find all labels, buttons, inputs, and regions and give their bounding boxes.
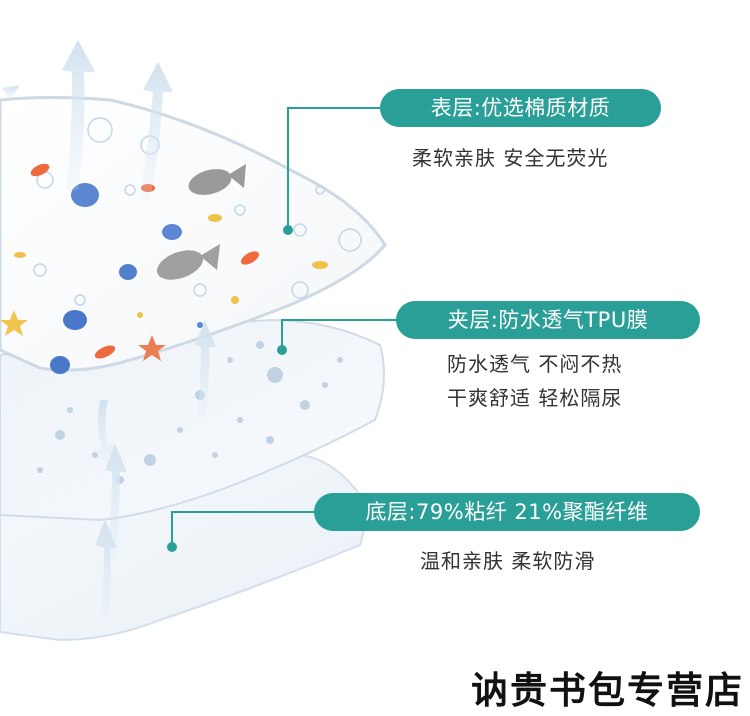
middle-layer-description-line: 防水透气 不闷不热 <box>447 352 623 376</box>
bottom-layer-description-line: 温和亲肤 柔软防滑 <box>420 549 596 573</box>
top-layer-title-badge: 表层:优选棉质材质 <box>380 89 661 127</box>
callout-lines <box>171 107 398 547</box>
bottom-layer-title-badge: 底层:79%粘纤 21%聚酯纤维 <box>314 493 700 531</box>
top-layer-description: 柔软亲肤 安全无荧光 <box>412 141 608 175</box>
top-layer <box>0 96 387 374</box>
middle-layer-description-line: 干爽舒适 轻松隔尿 <box>447 386 623 410</box>
middle-layer-title-badge: 夹层:防水透气TPU膜 <box>396 301 700 339</box>
store-name: 讷贵书包专营店 <box>471 669 744 712</box>
fish-pattern <box>0 163 328 374</box>
middle-layer-description: 防水透气 不闷不热 干爽舒适 轻松隔尿 <box>447 347 622 415</box>
callout-dots <box>167 225 293 552</box>
airflow-arrows <box>2 40 216 620</box>
top-layer-description-line: 柔软亲肤 安全无荧光 <box>412 146 609 170</box>
bottom-layer-description: 温和亲肤 柔软防滑 <box>420 544 595 578</box>
